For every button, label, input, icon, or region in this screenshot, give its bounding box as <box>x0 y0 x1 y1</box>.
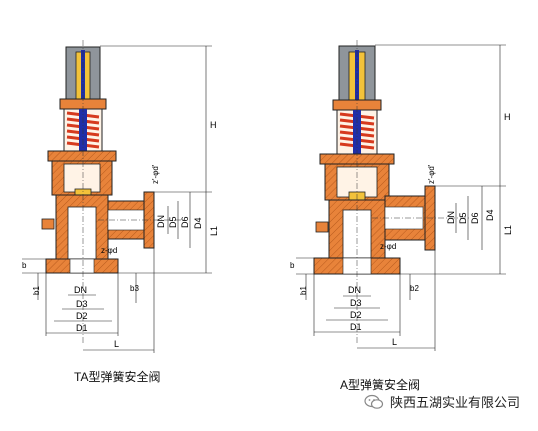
a-label-zphid-top: z'-φd' <box>427 164 436 184</box>
ta-label-b1: b1 <box>32 286 41 295</box>
ta-valve-caption: TA型弹簧安全阀 <box>74 370 161 384</box>
a-label-D3: D3 <box>350 298 362 308</box>
a-valve-caption: A型弹簧安全阀 <box>340 378 421 392</box>
ta-label-DN: DN <box>74 285 87 295</box>
ta-label-D5: D5 <box>168 216 178 228</box>
a-label-D1: D1 <box>350 322 362 332</box>
ta-label-b3: b3 <box>130 284 139 293</box>
ta-valve-drawing: H D4 L1 D6 D5 DN z'-φd' z-φd b b1 b3 DN … <box>22 40 219 353</box>
a-label-L1: L1 <box>503 225 513 235</box>
a-label-D2: D2 <box>350 310 362 320</box>
a-label-L: L <box>392 337 397 347</box>
ta-label-D3: D3 <box>76 299 88 309</box>
valve-stem <box>79 109 87 189</box>
ta-label-D6: D6 <box>180 216 190 228</box>
ta-label-D2: D2 <box>76 311 88 321</box>
wechat-icon <box>364 394 384 409</box>
ta-label-L1: L1 <box>209 226 219 236</box>
a-label-b2: b2 <box>410 284 419 293</box>
ta-label-H: H <box>210 120 217 130</box>
a-label-H: H <box>504 112 511 122</box>
a-label-zphid: z-φd <box>380 242 396 251</box>
watermark-text: 陕西五湖实业有限公司 <box>390 395 521 410</box>
a-label-DN-side: DN <box>446 211 456 224</box>
a-label-D5: D5 <box>458 212 468 224</box>
ta-label-zphid: z-φd <box>101 246 117 255</box>
ta-label-L: L <box>114 339 119 349</box>
watermark: 陕西五湖实业有限公司 <box>364 392 520 411</box>
a-label-D6: D6 <box>470 212 480 224</box>
a-valve-drawing: H D4 L1 D6 D5 DN z'-φd' z-φd b b1 b2 DN … <box>290 40 513 351</box>
a-label-DN: DN <box>348 285 361 295</box>
ta-label-D1: D1 <box>76 323 88 333</box>
ta-label-DN-side: DN <box>156 215 166 228</box>
ta-label-zphid-top: z'-φd' <box>151 164 160 184</box>
ta-label-D4: D4 <box>193 217 203 229</box>
ta-label-b: b <box>22 261 27 270</box>
a-label-b: b <box>290 261 295 270</box>
a-label-D4: D4 <box>485 209 495 221</box>
a-label-b1: b1 <box>299 286 308 295</box>
